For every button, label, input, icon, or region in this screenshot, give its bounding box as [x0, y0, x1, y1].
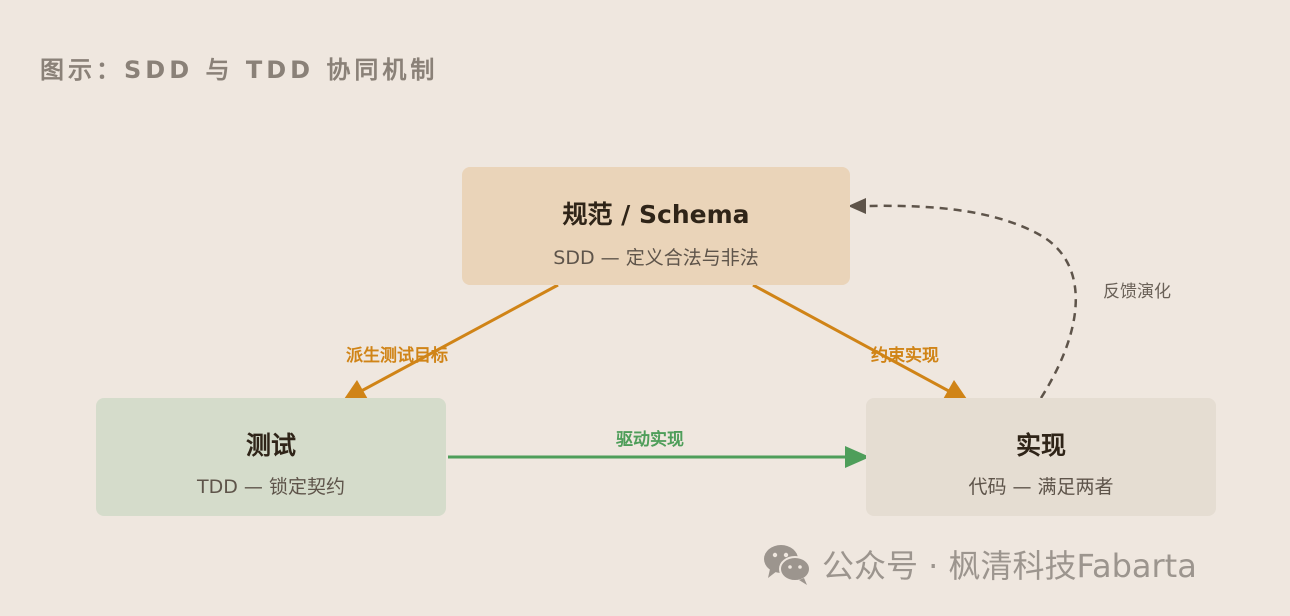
arrowhead-spec-to-test — [342, 380, 369, 402]
edge-label-derive-test-goals: 派生测试目标 — [346, 346, 448, 366]
edge-label-feedback-evolution: 反馈演化 — [1103, 282, 1171, 302]
spec-node-subtitle: SDD — 定义合法与非法 — [553, 247, 759, 269]
diagram-caption: 图示：SDD 与 TDD 协同机制 — [40, 56, 439, 84]
watermark-text: 公众号 · 枫清科技Fabarta — [822, 547, 1197, 585]
test-node-title: 测试 — [245, 431, 296, 460]
edge-impl-to-spec — [865, 204, 1077, 399]
test-node: 测试 TDD — 锁定契约 — [96, 398, 446, 516]
impl-node: 实现 代码 — 满足两者 — [866, 398, 1216, 516]
spec-node-title: 规范 / Schema — [562, 200, 750, 229]
edge-label-drive-implementation: 驱动实现 — [616, 430, 684, 450]
test-node-subtitle: TDD — 锁定契约 — [197, 476, 345, 498]
arrowhead-test-to-impl — [845, 446, 870, 468]
impl-node-subtitle: 代码 — 满足两者 — [968, 476, 1114, 498]
watermark: 公众号 · 枫清科技Fabarta — [762, 541, 1197, 587]
spec-node: 规范 / Schema SDD — 定义合法与非法 — [462, 167, 850, 285]
wechat-icon — [764, 545, 811, 585]
edge-label-constrain-implementation: 约束实现 — [871, 346, 939, 366]
edge-spec-to-impl — [752, 283, 959, 398]
impl-node-title: 实现 — [1015, 431, 1066, 460]
arrowhead-spec-to-impl — [942, 380, 969, 402]
edge-spec-to-test — [351, 283, 559, 398]
arrowhead-impl-to-spec — [848, 198, 866, 214]
